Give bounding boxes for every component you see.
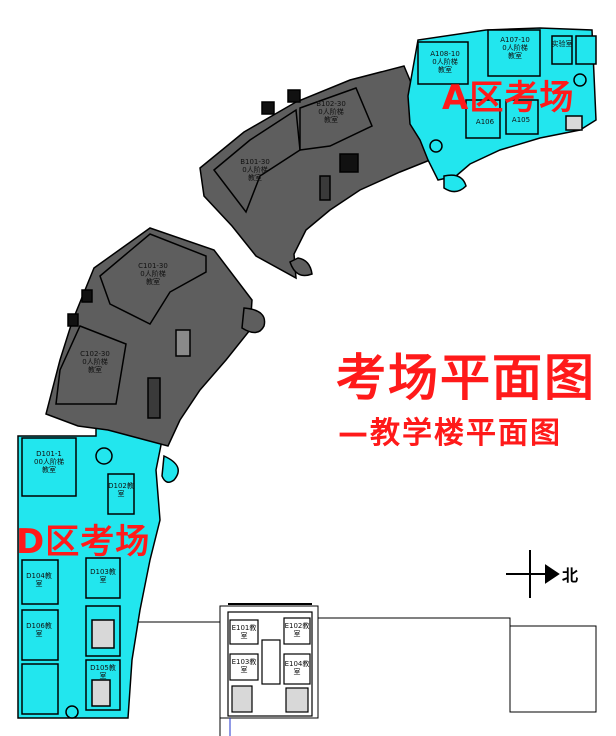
room-b102: B102-300人阶梯教室 <box>316 100 346 124</box>
e-block <box>227 603 313 736</box>
room-a105: A105 <box>511 116 531 124</box>
a-zone-label: A区考场 <box>442 78 575 118</box>
room-e103: E103教室 <box>231 658 257 674</box>
north-arrow-icon <box>506 550 560 598</box>
b-block <box>199 65 441 280</box>
room-c102: C102-300人阶梯教室 <box>80 350 110 374</box>
room-c101: C101-300人阶梯教室 <box>138 262 168 286</box>
c-block <box>45 227 266 447</box>
north-label: 北 <box>562 566 579 585</box>
d-zone-label: D区考场 <box>16 522 151 562</box>
room-lab: 实验室 <box>551 40 573 48</box>
room-e101: E101教室 <box>231 624 257 640</box>
room-b101: B101-300人阶梯教室 <box>240 158 270 182</box>
room-d103: D103教室 <box>90 568 116 584</box>
room-d104: D104教室 <box>26 572 52 588</box>
page-subtitle: —教学楼平面图 <box>338 416 562 451</box>
room-e102: E102教室 <box>284 622 310 638</box>
room-a108: A108-100人阶梯教室 <box>430 50 460 74</box>
page-title: 考场平面图 <box>336 348 596 407</box>
a-zone <box>407 27 597 193</box>
room-d105: D105教室 <box>90 664 116 680</box>
d-zone <box>17 425 179 719</box>
room-a107: A107-100人阶梯教室 <box>500 36 530 60</box>
room-e104: E104教室 <box>284 660 310 676</box>
east-building-outline <box>138 605 597 736</box>
room-a106: A106 <box>475 118 495 126</box>
room-d101: D101-100人阶梯教室 <box>34 450 64 474</box>
room-d106: D106教室 <box>26 622 52 638</box>
room-d102: D102教室 <box>108 482 134 498</box>
